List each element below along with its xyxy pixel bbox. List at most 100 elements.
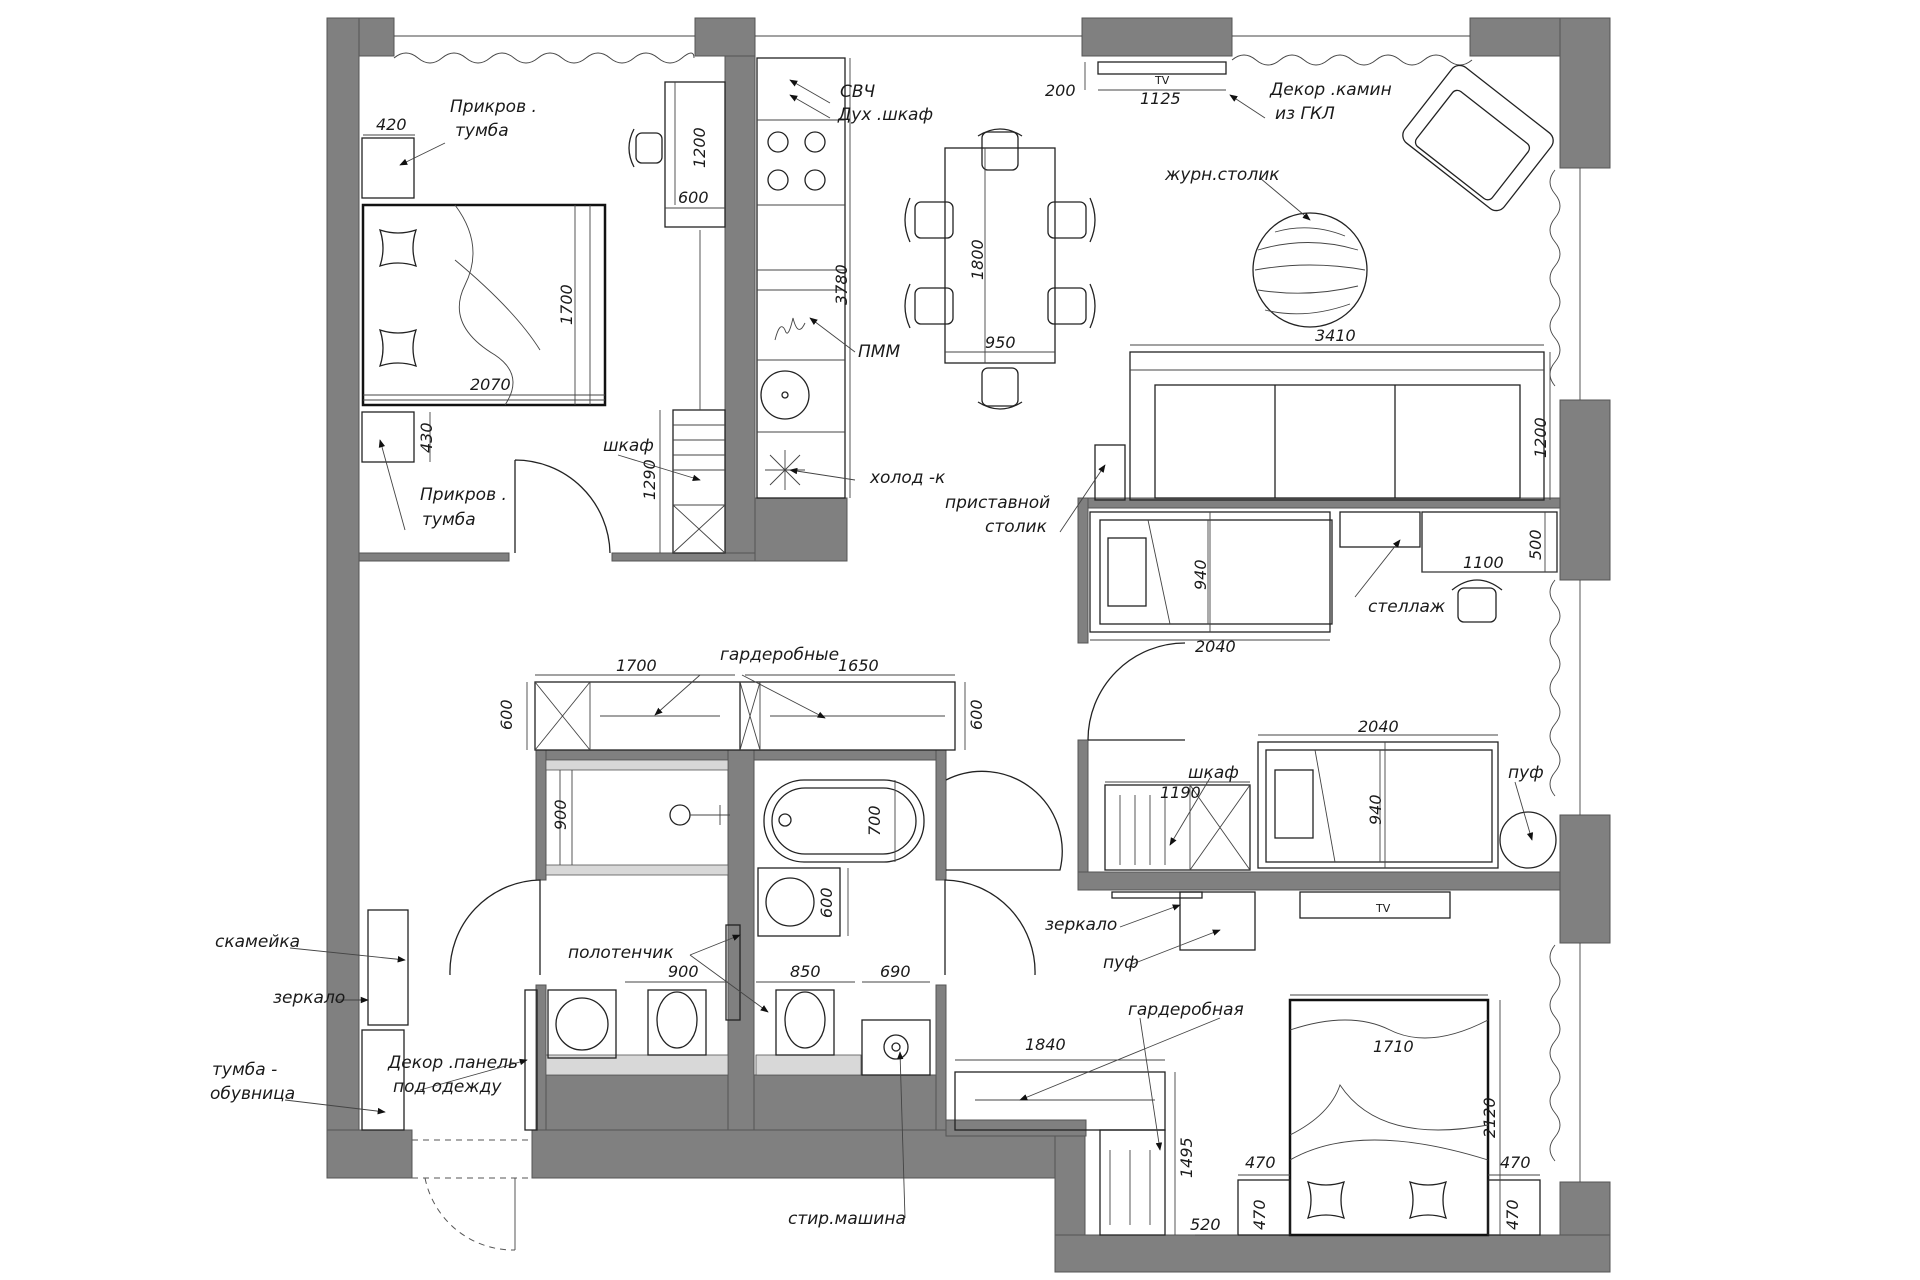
dim-1495: 1495 — [1177, 1137, 1196, 1178]
shoe-cabinet — [361, 1029, 405, 1131]
pillow-icon — [1107, 537, 1147, 607]
dim-690: 690 — [880, 962, 911, 981]
dim-470-d: 470 — [1503, 1199, 1522, 1230]
dim-1800: 1800 — [968, 239, 987, 280]
bed-4 — [1288, 998, 1490, 1237]
bedroom-1 — [361, 81, 726, 554]
side-table — [1094, 444, 1126, 501]
stove-burner-icon — [804, 169, 826, 191]
door-bath-right — [944, 879, 1036, 976]
tv-top — [1097, 61, 1227, 75]
dim-430: 430 — [417, 422, 436, 453]
dim-600-right: 600 — [967, 699, 986, 730]
label-garderobnaya: гардеробная — [1128, 1000, 1244, 1020]
door-kitchen-side — [945, 770, 1063, 871]
dim-1190: 1190 — [1160, 783, 1201, 802]
dim-470-b: 470 — [1500, 1153, 1531, 1172]
tv-top-label: TV — [1154, 74, 1170, 87]
label-stellazh: стеллаж — [1368, 597, 1446, 617]
dim-940-bottom: 940 — [1366, 794, 1385, 825]
tv-bottom-label: TV — [1375, 902, 1391, 915]
nightstand-top — [361, 137, 415, 199]
sink-bath — [757, 867, 841, 937]
toilet-right — [775, 989, 835, 1056]
label-pristavnoy-1: приставной — [945, 493, 1050, 513]
towel-rail-icon — [725, 924, 741, 1021]
wardrobe-bedroom-1 — [672, 409, 726, 554]
bed-3 — [1257, 741, 1499, 869]
label-garderobnye: гардеробные — [720, 645, 839, 665]
dim-600-sink: 600 — [817, 887, 836, 918]
shower-icon — [669, 804, 691, 826]
pillow-icon — [378, 328, 418, 368]
pillow-icon — [1306, 1180, 1346, 1220]
dim-1700-bed: 1700 — [557, 284, 576, 325]
dimension-texts: 420 1200 600 1700 2070 430 1290 3780 200… — [376, 81, 1550, 1234]
dimension-lines — [363, 58, 1557, 1236]
label-polotenchik: полотенчик — [568, 943, 674, 963]
label-dekor-panel-1: Декор .панель — [387, 1053, 518, 1073]
shelf — [1339, 511, 1421, 548]
sofa — [1129, 351, 1545, 501]
sink-icon — [760, 370, 810, 420]
labels: Прикров . тумба Прикров . тумба шкаф СВЧ… — [210, 80, 1544, 1229]
dim-1200-sofa: 1200 — [1531, 417, 1550, 458]
mirror-mid — [1111, 891, 1203, 899]
dim-3780: 3780 — [832, 264, 851, 305]
bed-1 — [361, 203, 607, 407]
pillow-icon — [1274, 769, 1314, 839]
dim-420: 420 — [376, 115, 407, 134]
nightstand-bottom — [361, 411, 415, 463]
walls — [326, 17, 1611, 1273]
label-svch: СВЧ — [840, 82, 876, 102]
dim-2040-top: 2040 — [1195, 637, 1236, 656]
armchair — [1402, 64, 1554, 212]
dim-1840: 1840 — [1025, 1035, 1066, 1054]
dim-700-bath: 700 — [865, 805, 884, 836]
wardrobe-room-3 — [1104, 784, 1251, 871]
label-puf-mid: пуф — [1103, 953, 1139, 973]
desk — [664, 81, 726, 228]
door-bath-left — [449, 879, 541, 976]
label-tumba-top: тумба — [455, 121, 509, 141]
dim-600-left: 600 — [497, 699, 516, 730]
label-dekor-panel-2: под одежду — [393, 1077, 502, 1097]
label-kholod: холод -к — [869, 468, 946, 488]
kitchen-counter — [756, 57, 846, 499]
label-stir-mashina: стир.машина — [788, 1209, 906, 1229]
label-shkaf-bedroom: шкаф — [603, 436, 654, 456]
label-dukh-shkaf: Дух .шкаф — [837, 105, 933, 125]
kitchen — [756, 57, 846, 499]
label-prikrov-top: Прикров . — [450, 97, 537, 117]
dim-900-wc: 900 — [668, 962, 699, 981]
bedroom-2 — [954, 998, 1541, 1237]
label-dekor-kamin-2: из ГКЛ — [1275, 104, 1335, 124]
curtains — [393, 35, 1581, 1182]
dim-520: 520 — [1190, 1215, 1221, 1234]
dim-470-c: 470 — [1250, 1199, 1269, 1230]
dim-200: 200 — [1045, 81, 1076, 100]
label-tumba-obuv-2: обувница — [210, 1084, 295, 1104]
dim-3410: 3410 — [1315, 326, 1356, 345]
fridge-icon — [765, 450, 805, 490]
dim-1700-wardrobe: 1700 — [616, 656, 657, 675]
stove-burner-icon — [767, 131, 789, 153]
dim-2070: 2070 — [470, 375, 511, 394]
stove-burner-icon — [767, 169, 789, 191]
dishwasher-icon — [774, 317, 806, 341]
dim-1200-desk: 1200 — [690, 127, 709, 168]
dim-600-desk: 600 — [678, 188, 709, 207]
label-tumba-bottom: тумба — [422, 510, 476, 530]
label-pristavnoy-2: столик — [985, 517, 1048, 537]
stove-burner-icon — [804, 131, 826, 153]
pouf-room-3 — [1499, 811, 1557, 869]
pillow-icon — [1408, 1180, 1448, 1220]
living-area: TV — [1094, 61, 1554, 501]
label-zerkalo-hall: зеркало — [273, 988, 345, 1008]
leader-lines — [284, 79, 1534, 1219]
nightstand-right-2 — [1487, 1179, 1541, 1236]
pillow-icon — [378, 228, 418, 268]
label-skameyka: скамейка — [215, 932, 300, 952]
coffee-table — [1252, 212, 1368, 328]
walk-in-wardrobe — [954, 1071, 1166, 1131]
